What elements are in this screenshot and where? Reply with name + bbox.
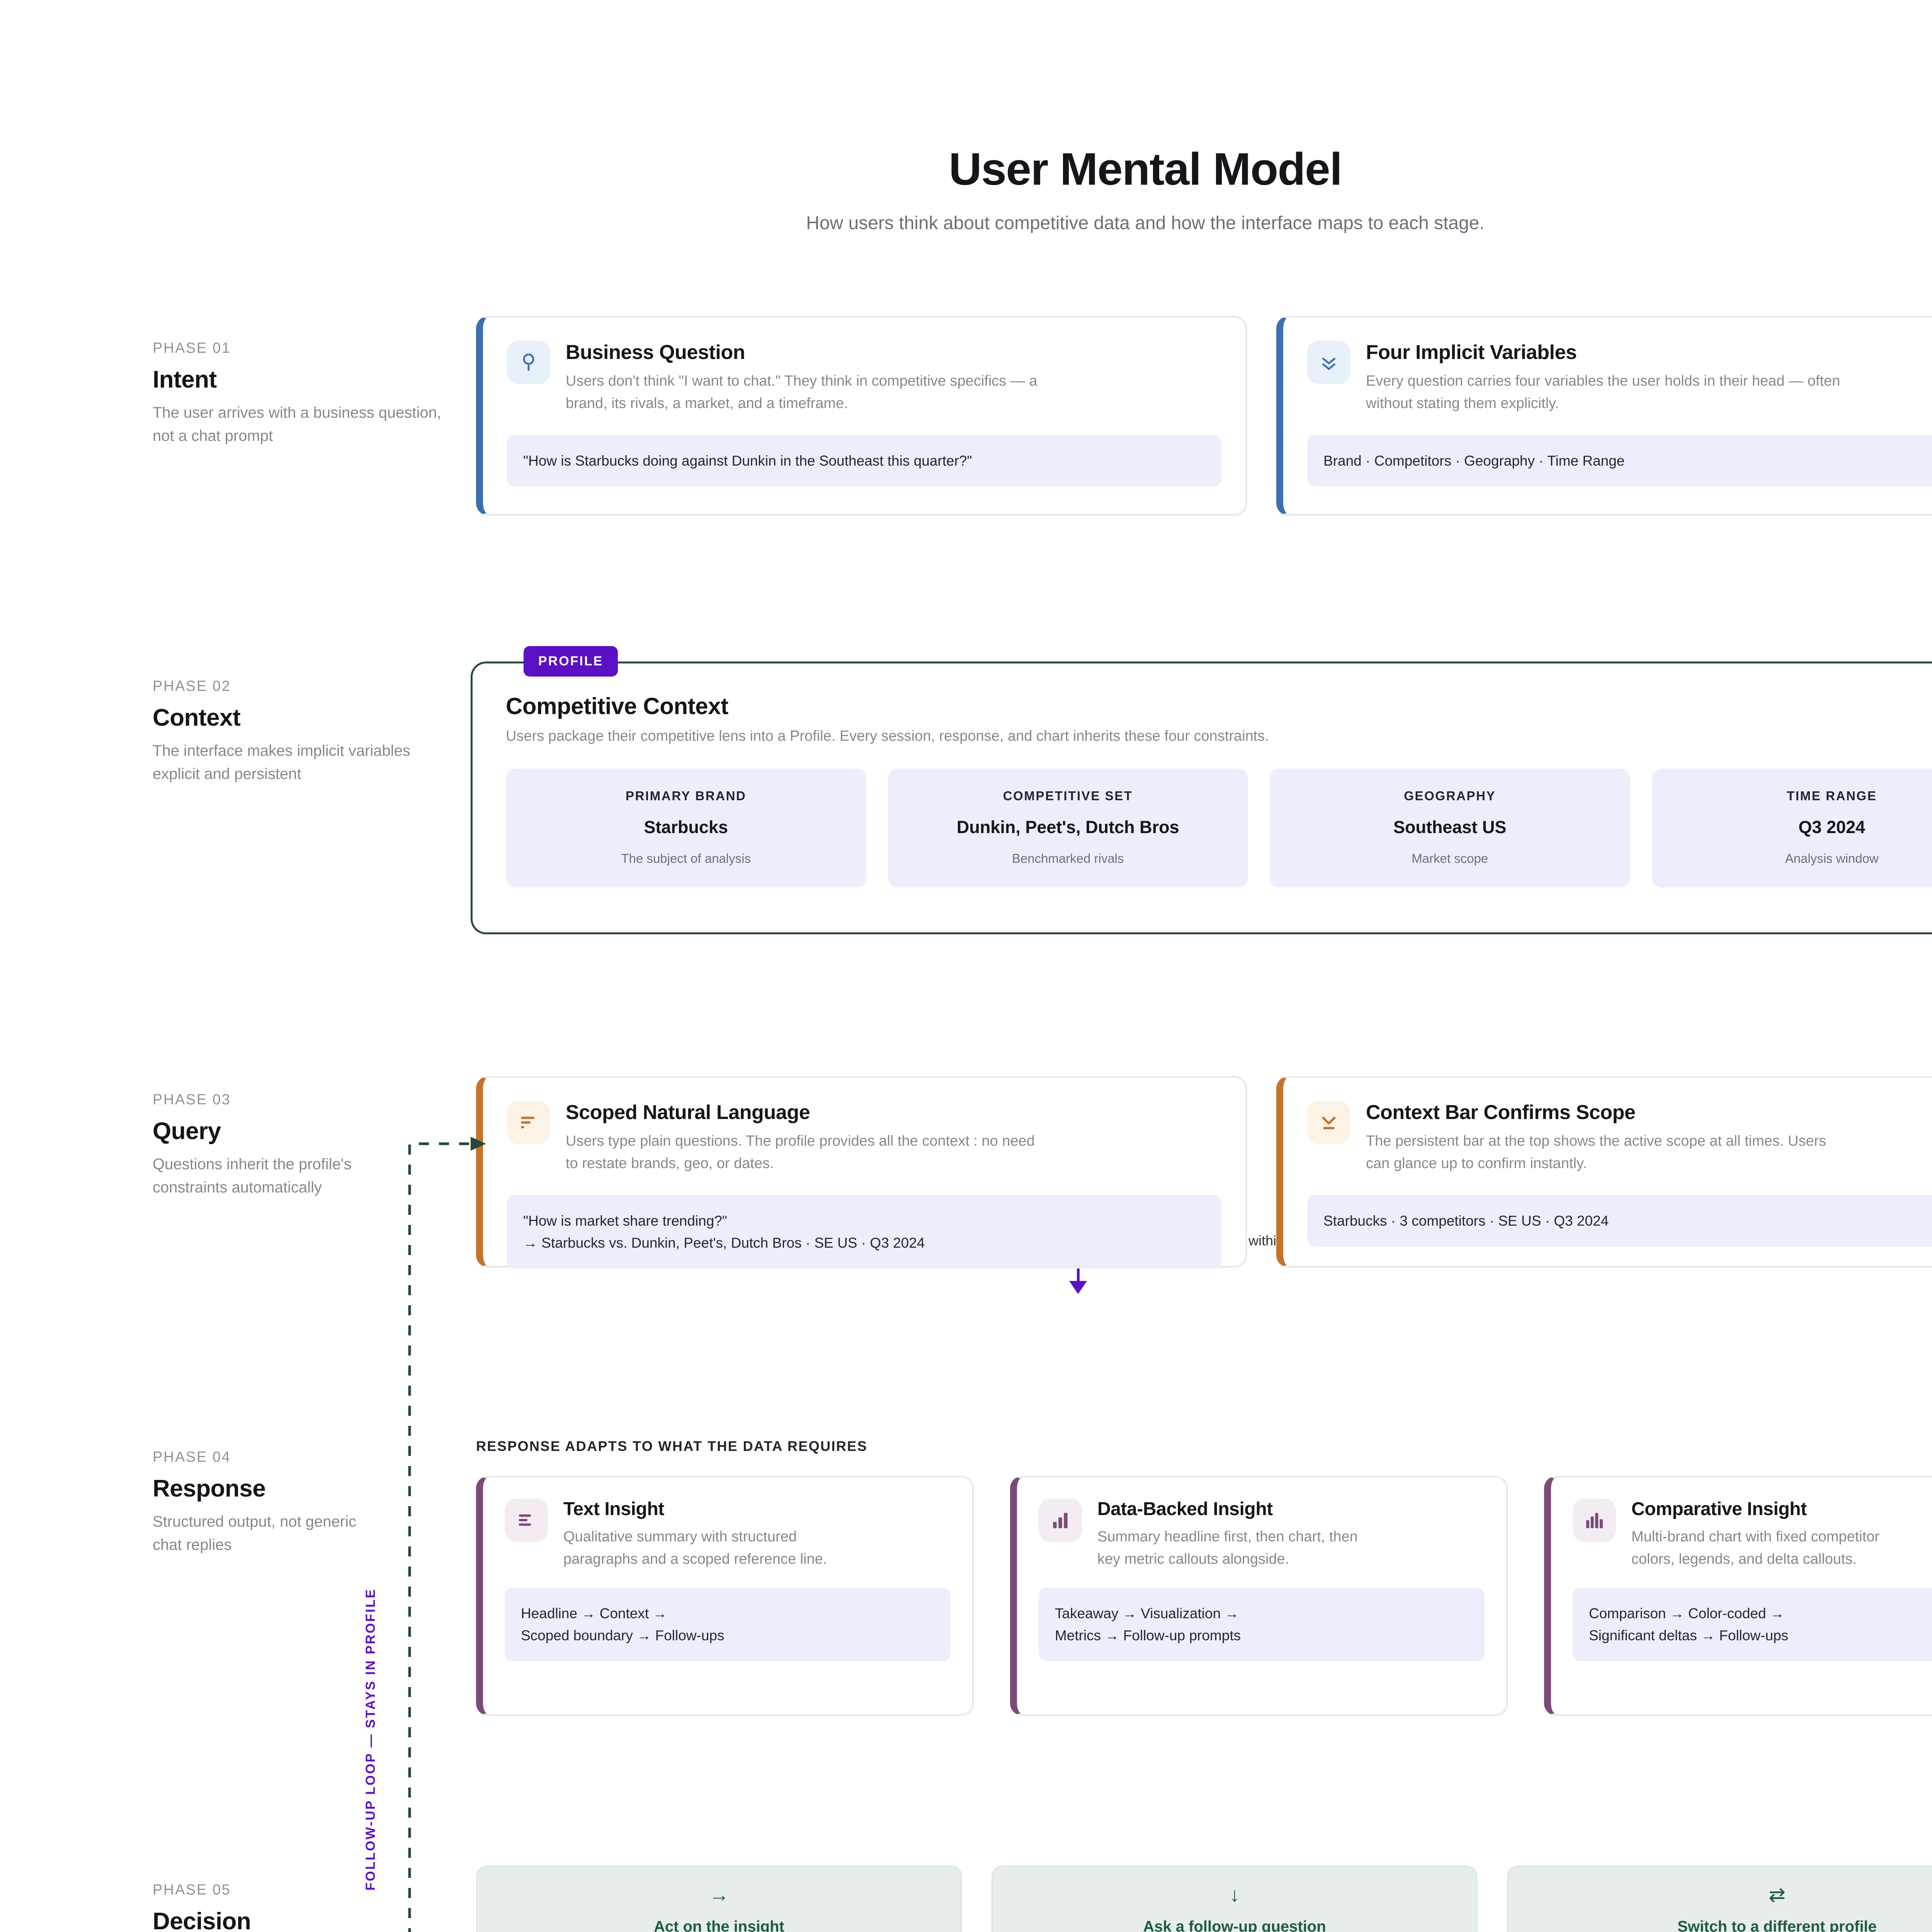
phase-desc: The user arrives with a business questio… [153, 404, 442, 444]
card-body: Summary headline first, then chart, then… [1097, 1529, 1358, 1567]
phase-kicker: PHASE 02 [153, 678, 231, 694]
profile-title: Competitive Context [506, 693, 728, 719]
phase-name: Response [153, 1475, 266, 1502]
card-four-implicit-variables[interactable]: Four Implicit Variables Every question c… [1276, 316, 1932, 515]
bar-chart-multi-icon [1573, 1498, 1616, 1542]
double-chevron-down-icon [1307, 341, 1350, 384]
card-body: Multi-brand chart with fixed competitor … [1631, 1529, 1880, 1567]
chip-line-1: "How is market share trending?" [523, 1213, 728, 1229]
constraint-card-primary-brand[interactable]: PRIMARY BRAND Starbucks The subject of a… [506, 769, 866, 888]
card-comparative-insight[interactable]: Comparative Insight Multi-brand chart wi… [1544, 1476, 1932, 1716]
card-title: Four Implicit Variables [1366, 341, 1577, 364]
option-label: Act on the insight [654, 1918, 784, 1932]
phase-desc: The interface makes implicit variables e… [153, 742, 410, 782]
example-chip: "How is Starbucks doing against Dunkin i… [507, 435, 1221, 486]
follow-up-loop-label: FOLLOW-UP LOOP — STAYS IN PROFILE [363, 1588, 378, 1891]
phase-kicker: PHASE 01 [153, 340, 231, 356]
example-chip: Starbucks · 3 competitors · SE US · Q3 2… [1307, 1195, 1932, 1247]
bar-chart-ascending-icon [1039, 1498, 1082, 1542]
constraint-label: COMPETITIVE SET [1003, 789, 1133, 803]
example-chip: Takeaway → Visualization → Metrics → Fol… [1039, 1587, 1485, 1662]
option-ask-follow-up[interactable]: ↓ Ask a follow-up question [992, 1866, 1478, 1932]
phase-label-intent: PHASE 01 Intent The user arrives with a … [153, 340, 458, 447]
constraint-value: Starbucks [644, 817, 728, 837]
phase-name: Decision [153, 1908, 251, 1932]
phase-desc: Structured output, not generic chat repl… [153, 1513, 356, 1553]
chip-line-2: Metrics → Follow-up prompts [1055, 1627, 1241, 1643]
example-chip: "How is market share trending?" → Starbu… [507, 1195, 1221, 1269]
arrow-down-icon: ↓ [1230, 1883, 1240, 1906]
phase-desc: Questions inherit the profile's constrai… [153, 1156, 352, 1196]
profile-badge: PROFILE [524, 646, 618, 677]
page-subtitle: How users think about competitive data a… [806, 213, 1485, 233]
option-act-on-insight[interactable]: → Act on the insight [476, 1866, 962, 1932]
card-context-bar-confirms-scope[interactable]: Context Bar Confirms Scope The persisten… [1276, 1076, 1932, 1267]
option-switch-profile[interactable]: ⇄ Switch to a different profile [1507, 1866, 1932, 1932]
text-lines-icon [505, 1498, 548, 1542]
phase-label-context: PHASE 02 Context The interface makes imp… [153, 678, 458, 786]
lightbulb-question-icon [507, 341, 550, 384]
card-title: Text Insight [563, 1499, 664, 1519]
chip-line-2: Significant deltas → Follow-ups [1589, 1627, 1789, 1643]
arrow-right-icon: → [709, 1883, 729, 1906]
constraint-card-time-range[interactable]: TIME RANGE Q3 2024 Analysis window [1651, 769, 1932, 888]
constraint-note: Market scope [1412, 851, 1488, 866]
profile-container: Competitive Context Users package their … [471, 662, 1932, 934]
constraint-value: Southeast US [1393, 817, 1507, 837]
phase-name: Query [153, 1118, 221, 1145]
arrows-swap-icon: ⇄ [1769, 1883, 1786, 1906]
constraint-note: Analysis window [1785, 851, 1879, 866]
constraint-label: GEOGRAPHY [1404, 789, 1496, 803]
chip-line-1: Headline → Context → [521, 1605, 667, 1621]
option-label: Switch to a different profile [1677, 1918, 1877, 1932]
constraint-value: Q3 2024 [1798, 817, 1866, 837]
constraint-label: PRIMARY BRAND [626, 789, 747, 803]
option-label: Ask a follow-up question [1143, 1918, 1326, 1932]
card-title: Comparative Insight [1631, 1499, 1807, 1519]
card-title: Scoped Natural Language [566, 1101, 810, 1124]
card-title: Context Bar Confirms Scope [1366, 1101, 1636, 1124]
constraint-card-geography[interactable]: GEOGRAPHY Southeast US Market scope [1270, 769, 1630, 888]
phase-kicker: PHASE 04 [153, 1449, 231, 1465]
follow-up-loop-path [408, 1137, 486, 1932]
card-data-backed-insight[interactable]: Data-Backed Insight Summary headline fir… [1010, 1476, 1508, 1716]
example-chip: Headline → Context → Scoped boundary → F… [505, 1587, 951, 1662]
phase-name: Context [153, 704, 241, 731]
chip-line-2: Scoped boundary → Follow-ups [521, 1627, 724, 1643]
card-scoped-natural-language[interactable]: Scoped Natural Language Users type plain… [476, 1076, 1247, 1269]
card-body: Every question carries four variables th… [1366, 373, 1840, 412]
page-header: User Mental Model How users think about … [0, 0, 1932, 234]
card-text-insight[interactable]: Text Insight Qualitative summary with st… [476, 1476, 974, 1716]
phase-label-response: PHASE 04 Response Structured output, not… [153, 1449, 384, 1556]
card-body: Users type plain questions. The profile … [566, 1133, 1035, 1172]
profile-constraint-grid: PRIMARY BRAND Starbucks The subject of a… [506, 769, 1932, 888]
card-title: Data-Backed Insight [1097, 1499, 1273, 1519]
text-lines-icon [507, 1101, 550, 1144]
phase-name: Intent [153, 366, 217, 393]
constraint-label: TIME RANGE [1787, 789, 1877, 803]
constraint-note: Benchmarked rivals [1012, 851, 1124, 866]
chip-line-1: Takeaway → Visualization → [1055, 1605, 1239, 1621]
profile-subtitle: Users package their competitive lens int… [506, 728, 1269, 744]
phase-kicker: PHASE 05 [153, 1882, 231, 1898]
constraint-card-competitive-set[interactable]: COMPETITIVE SET Dunkin, Peet's, Dutch Br… [888, 769, 1248, 888]
example-chip: Comparison → Color-coded → Significant d… [1573, 1587, 1932, 1662]
constraint-note: The subject of analysis [621, 851, 751, 866]
constraint-value: Dunkin, Peet's, Dutch Bros [956, 817, 1179, 837]
card-body: Qualitative summary with structured para… [563, 1529, 827, 1567]
chevron-down-bar-icon [1307, 1101, 1350, 1144]
chip-line-1: Comparison → Color-coded → [1589, 1605, 1784, 1621]
chip-line-2: → Starbucks vs. Dunkin, Peet's, Dutch Br… [523, 1235, 925, 1251]
phase-label-query: PHASE 03 Query Questions inherit the pro… [153, 1092, 400, 1199]
page-title: User Mental Model [949, 144, 1342, 195]
card-body: The persistent bar at the top shows the … [1366, 1133, 1827, 1172]
phase-kicker: PHASE 03 [153, 1092, 231, 1108]
card-title: Business Question [566, 341, 745, 364]
card-body: Users don't think "I want to chat." They… [566, 373, 1037, 412]
phase-label-decision: PHASE 05 Decision Act on the insight, di… [153, 1882, 384, 1932]
card-business-question[interactable]: Business Question Users don't think "I w… [476, 316, 1247, 515]
example-chip: Brand · Competitors · Geography · Time R… [1307, 435, 1932, 486]
response-eyebrow: RESPONSE ADAPTS TO WHAT THE DATA REQUIRE… [476, 1438, 868, 1454]
